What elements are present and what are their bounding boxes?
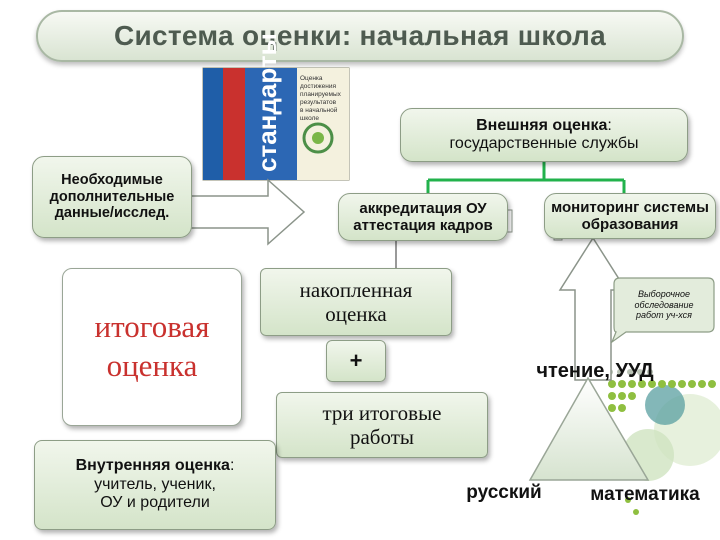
book-cover-line: школе [300, 115, 319, 122]
monitoring-line1: мониторинг системы [551, 198, 709, 216]
needed-data-line1: Необходимые [61, 171, 163, 188]
final-assessment-line1: итоговая [94, 309, 210, 345]
monitoring-box: мониторинг системы образования [544, 193, 716, 239]
up-arrow [558, 236, 628, 381]
title-bar: Система оценки: начальная школа [36, 10, 684, 62]
internal-colon: : [229, 457, 235, 475]
needed-data-line3: данные/исслед. [54, 205, 170, 222]
math-label: математика [590, 484, 700, 505]
book-cover-line: Оценка [300, 75, 323, 82]
pyramid-triangle [528, 376, 650, 481]
page-title: Система оценки: начальная школа [113, 20, 606, 51]
monitoring-line2: образования [581, 216, 679, 233]
callout-line3: работ уч-хся [636, 310, 692, 321]
three-final-line2: работы [349, 425, 414, 449]
needed-data-line2: дополнительные [49, 188, 175, 205]
reading-label: чтение, УУД [536, 360, 654, 382]
accreditation-line2: аттестация кадров [353, 217, 493, 234]
callout-line2: обследование [634, 299, 694, 310]
accreditation-box: аккредитация ОУ аттестация кадров [338, 193, 508, 241]
internal-line3: ОУ и родители [100, 494, 210, 512]
external-line2: государственные службы [449, 135, 639, 152]
accumulated-line1: накопленная [299, 277, 413, 302]
internal-line2: учитель, ученик, [94, 475, 216, 493]
book-cover-line: планируемых [300, 91, 342, 98]
decor-circle-teal [645, 385, 685, 425]
three-final-line1: три итоговые [322, 400, 442, 425]
needed-data-box: Необходимые дополнительные данные/исслед… [32, 156, 192, 238]
plus-box: + [326, 340, 386, 382]
plus-sign: + [349, 348, 363, 374]
internal-assessment-box: Внутренняя оценка: учитель, ученик, ОУ и… [34, 440, 276, 530]
book-cover-line: достижения [300, 83, 336, 90]
russian-label: русский [466, 482, 542, 503]
book-cover-line: результатов [300, 99, 337, 106]
book-cover-image [202, 67, 350, 181]
final-assessment-line2: оценка [106, 348, 198, 383]
callout-text: Выборочное обследование работ уч-хся [616, 282, 712, 328]
accumulated-line2: оценка [325, 302, 387, 326]
final-assessment-box: итоговая оценка [62, 268, 242, 426]
external-colon: : [607, 116, 612, 134]
book-spine-text: стандарты [252, 33, 282, 172]
external-assessment-box: Внешняя оценка: государственные службы [400, 108, 688, 162]
accumulated-assessment-box: накопленная оценка [260, 268, 452, 336]
book-cover-line: в начальной [300, 106, 338, 114]
three-final-works-box: три итоговые работы [276, 392, 488, 458]
external-label: Внешняя оценка [476, 116, 608, 134]
accreditation-line1: аккредитация ОУ [359, 199, 487, 217]
right-arrow [189, 178, 306, 246]
internal-label: Внутренняя оценка [75, 457, 230, 475]
decor-dots [608, 380, 716, 515]
green-bracket-connector [426, 162, 626, 193]
callout-bubble [610, 277, 715, 344]
callout-line1: Выборочное [638, 289, 690, 300]
